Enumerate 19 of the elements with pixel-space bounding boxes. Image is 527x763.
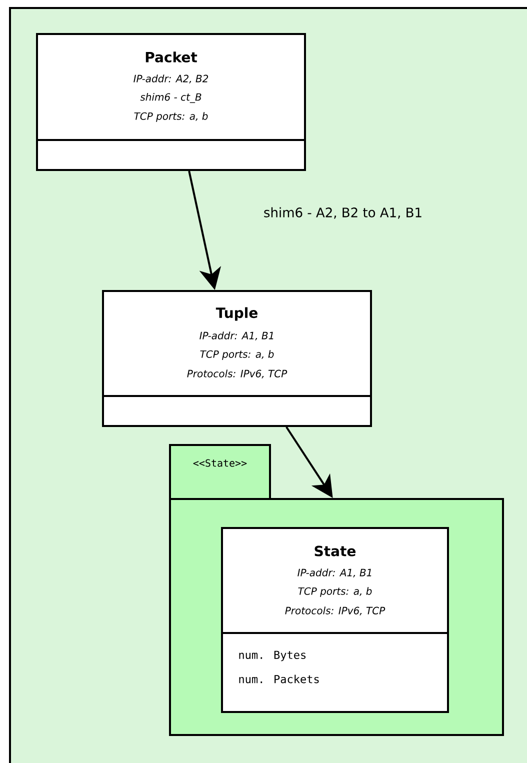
class-box (221, 527, 449, 713)
property-text: shim6 - ct_B (140, 93, 202, 103)
edge-label: shim6 - A2, B2 to A1, B1 (262, 206, 424, 220)
property-text: TCP ports: a, b (134, 112, 208, 122)
attribute-text: num. Packets (239, 674, 319, 684)
class-name: State (314, 546, 356, 556)
class-name: Packet (146, 52, 198, 62)
class-name: Tuple (216, 307, 258, 321)
property-text: IP-addr: A1, B1 (298, 568, 372, 578)
property-text: Protocols: IPv6, TCP (285, 606, 386, 616)
property-text: TCP ports: a, b (200, 350, 274, 360)
property-text: IP-addr: A1, B1 (200, 332, 274, 340)
property-text: TCP ports: a, b (298, 587, 372, 597)
attribute-text: num. Bytes (239, 650, 306, 662)
property-text: Protocols: IPv6, TCP (187, 370, 288, 378)
class-box (36, 33, 306, 171)
stereotype-label: <<State>> (193, 459, 247, 467)
property-text: IP-addr: A2, B2 (134, 74, 208, 84)
class-box (102, 290, 372, 427)
